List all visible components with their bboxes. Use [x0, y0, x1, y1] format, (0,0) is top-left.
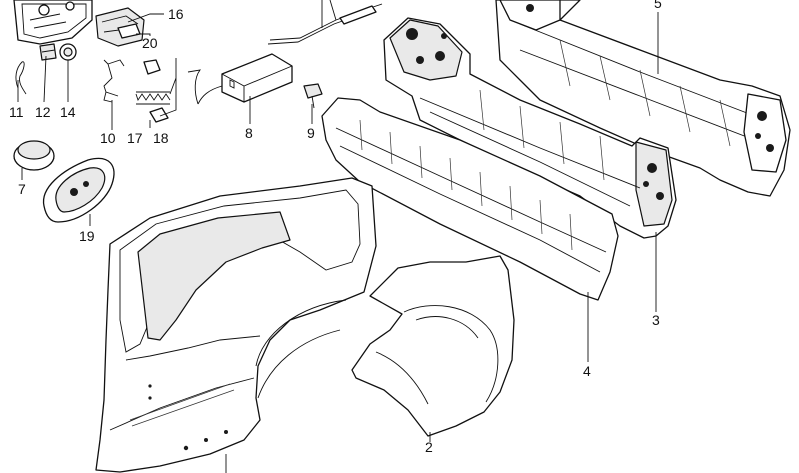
spring-clip-11-part: [15, 61, 27, 95]
callout-8: 8: [245, 125, 253, 141]
cap-18-part: [149, 107, 169, 123]
bracket-plate-part: [13, 0, 93, 45]
bolt-12-part: [39, 43, 57, 61]
callout-7: 7: [18, 181, 26, 197]
bumper-support-4-part: [321, 97, 619, 301]
callout-labels: 2 3 4 5 7 8 9 10 11 12 14 16 17 18 19 20: [9, 0, 662, 455]
callout-18: 18: [153, 130, 169, 146]
upper-rail-5-part: [495, 0, 791, 197]
actuator-8-part: [187, 53, 293, 105]
wheel-arch-panel-2-part: [351, 255, 515, 437]
callout-4: 4: [583, 363, 591, 379]
callout-17: 17: [127, 130, 143, 146]
callout-9: 9: [307, 125, 315, 141]
callout-3: 3: [652, 312, 660, 328]
callout-10: 10: [100, 130, 116, 146]
release-cable-part: [267, 0, 383, 45]
fuel-filler-cover-19-part: [42, 157, 115, 223]
grommet-7-part: [13, 140, 55, 171]
side-panel-part: [95, 177, 377, 473]
callout-2: 2: [425, 439, 433, 455]
callout-11: 11: [9, 104, 24, 120]
callout-5: 5: [654, 0, 662, 11]
leader-lines: [17, 0, 659, 473]
callout-20: 20: [142, 35, 158, 51]
cap-top-part: [143, 59, 161, 75]
bracket-16-part: [95, 7, 145, 47]
rear-rail-3-part: [383, 17, 677, 239]
callout-19: 19: [79, 228, 95, 244]
screw-9-part: [303, 83, 323, 109]
spring-17-part: [135, 91, 171, 105]
callout-12: 12: [35, 104, 51, 120]
wire-clip-10-part: [103, 59, 125, 103]
nut-14-part: [59, 43, 77, 61]
callout-14: 14: [60, 104, 76, 120]
callout-16: 16: [168, 6, 184, 22]
